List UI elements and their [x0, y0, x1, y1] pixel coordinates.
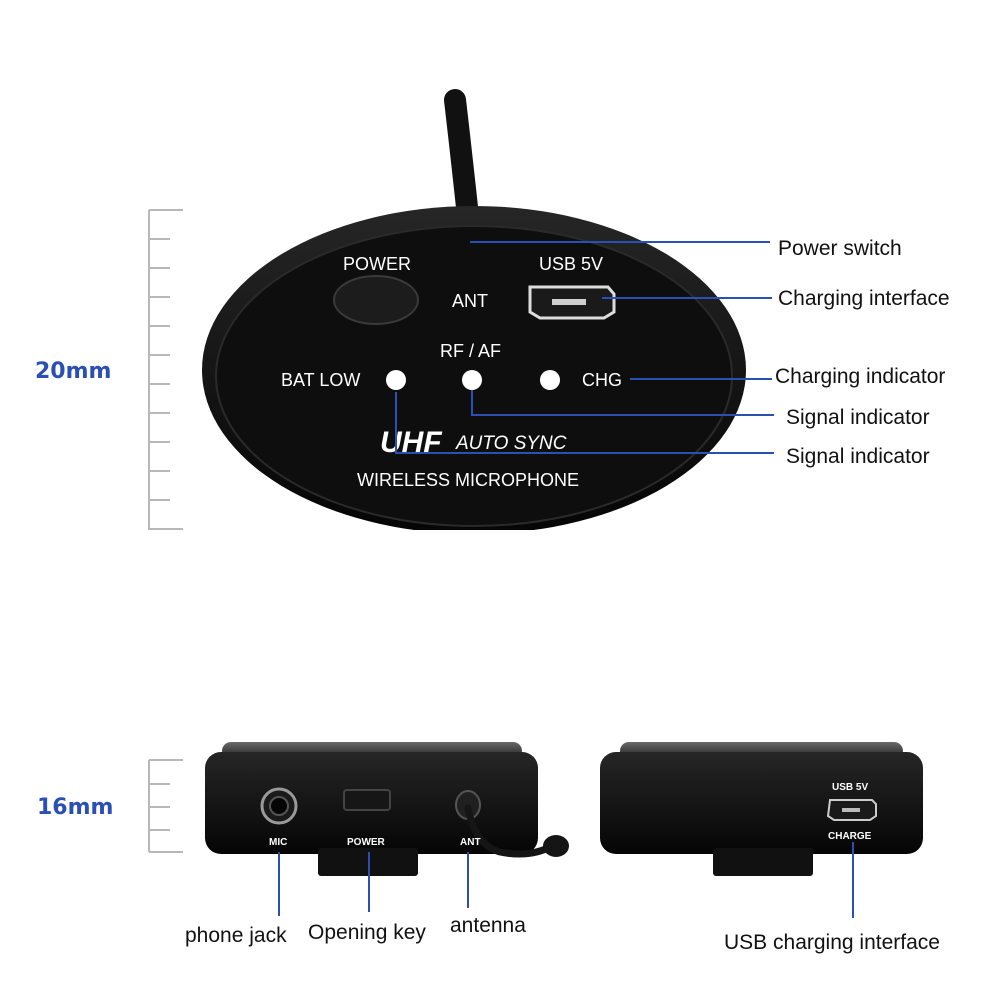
power-button[interactable] [333, 275, 419, 325]
charge-label: CHARGE [828, 831, 872, 842]
side-antenna [455, 790, 569, 858]
bat-low-led [386, 370, 406, 390]
device-side-right [600, 742, 923, 876]
usb-port[interactable] [528, 285, 616, 320]
bat-low-label: BAT LOW [281, 370, 360, 390]
callout-phone-jack: phone jack [185, 924, 287, 947]
callout-charging-interface: Charging interface [778, 287, 950, 310]
ruler-16mm [148, 759, 183, 853]
dimension-label-20mm: 20mm [35, 359, 111, 384]
mic-jack[interactable] [260, 787, 298, 825]
uhf-logo: UHF [380, 426, 442, 459]
power-key[interactable] [343, 789, 391, 811]
callout-opening-key: Opening key [308, 921, 426, 944]
side-callout-lines [278, 842, 854, 918]
ruler-20mm [148, 209, 183, 530]
auto-sync-label: AUTO SYNC [455, 433, 567, 454]
product-name-label: WIRELESS MICROPHONE [357, 470, 579, 490]
rf-af-led [462, 370, 482, 390]
power-label: POWER [343, 254, 411, 274]
callout-signal-indicator-2: Signal indicator [786, 445, 930, 468]
ant-label: ANT [452, 291, 488, 311]
callout-charging-indicator: Charging indicator [775, 365, 945, 388]
callout-signal-indicator-1: Signal indicator [786, 406, 930, 429]
side-power-label: POWER [347, 837, 386, 848]
rf-af-label: RF / AF [440, 341, 501, 361]
usb-5v-label: USB 5V [539, 254, 603, 274]
mic-label: MIC [269, 837, 287, 848]
chg-led [540, 370, 560, 390]
right-usb-5v-label: USB 5V [832, 782, 868, 793]
callout-power-switch: Power switch [778, 237, 902, 260]
top-callout-lines [395, 241, 774, 454]
dimension-label-16mm: 16mm [37, 795, 113, 820]
callout-antenna: antenna [450, 914, 526, 937]
chg-label: CHG [582, 370, 622, 390]
side-ant-label: ANT [460, 837, 481, 848]
right-usb-port[interactable] [826, 799, 877, 821]
callout-usb-charging-interface: USB charging interface [724, 931, 940, 954]
